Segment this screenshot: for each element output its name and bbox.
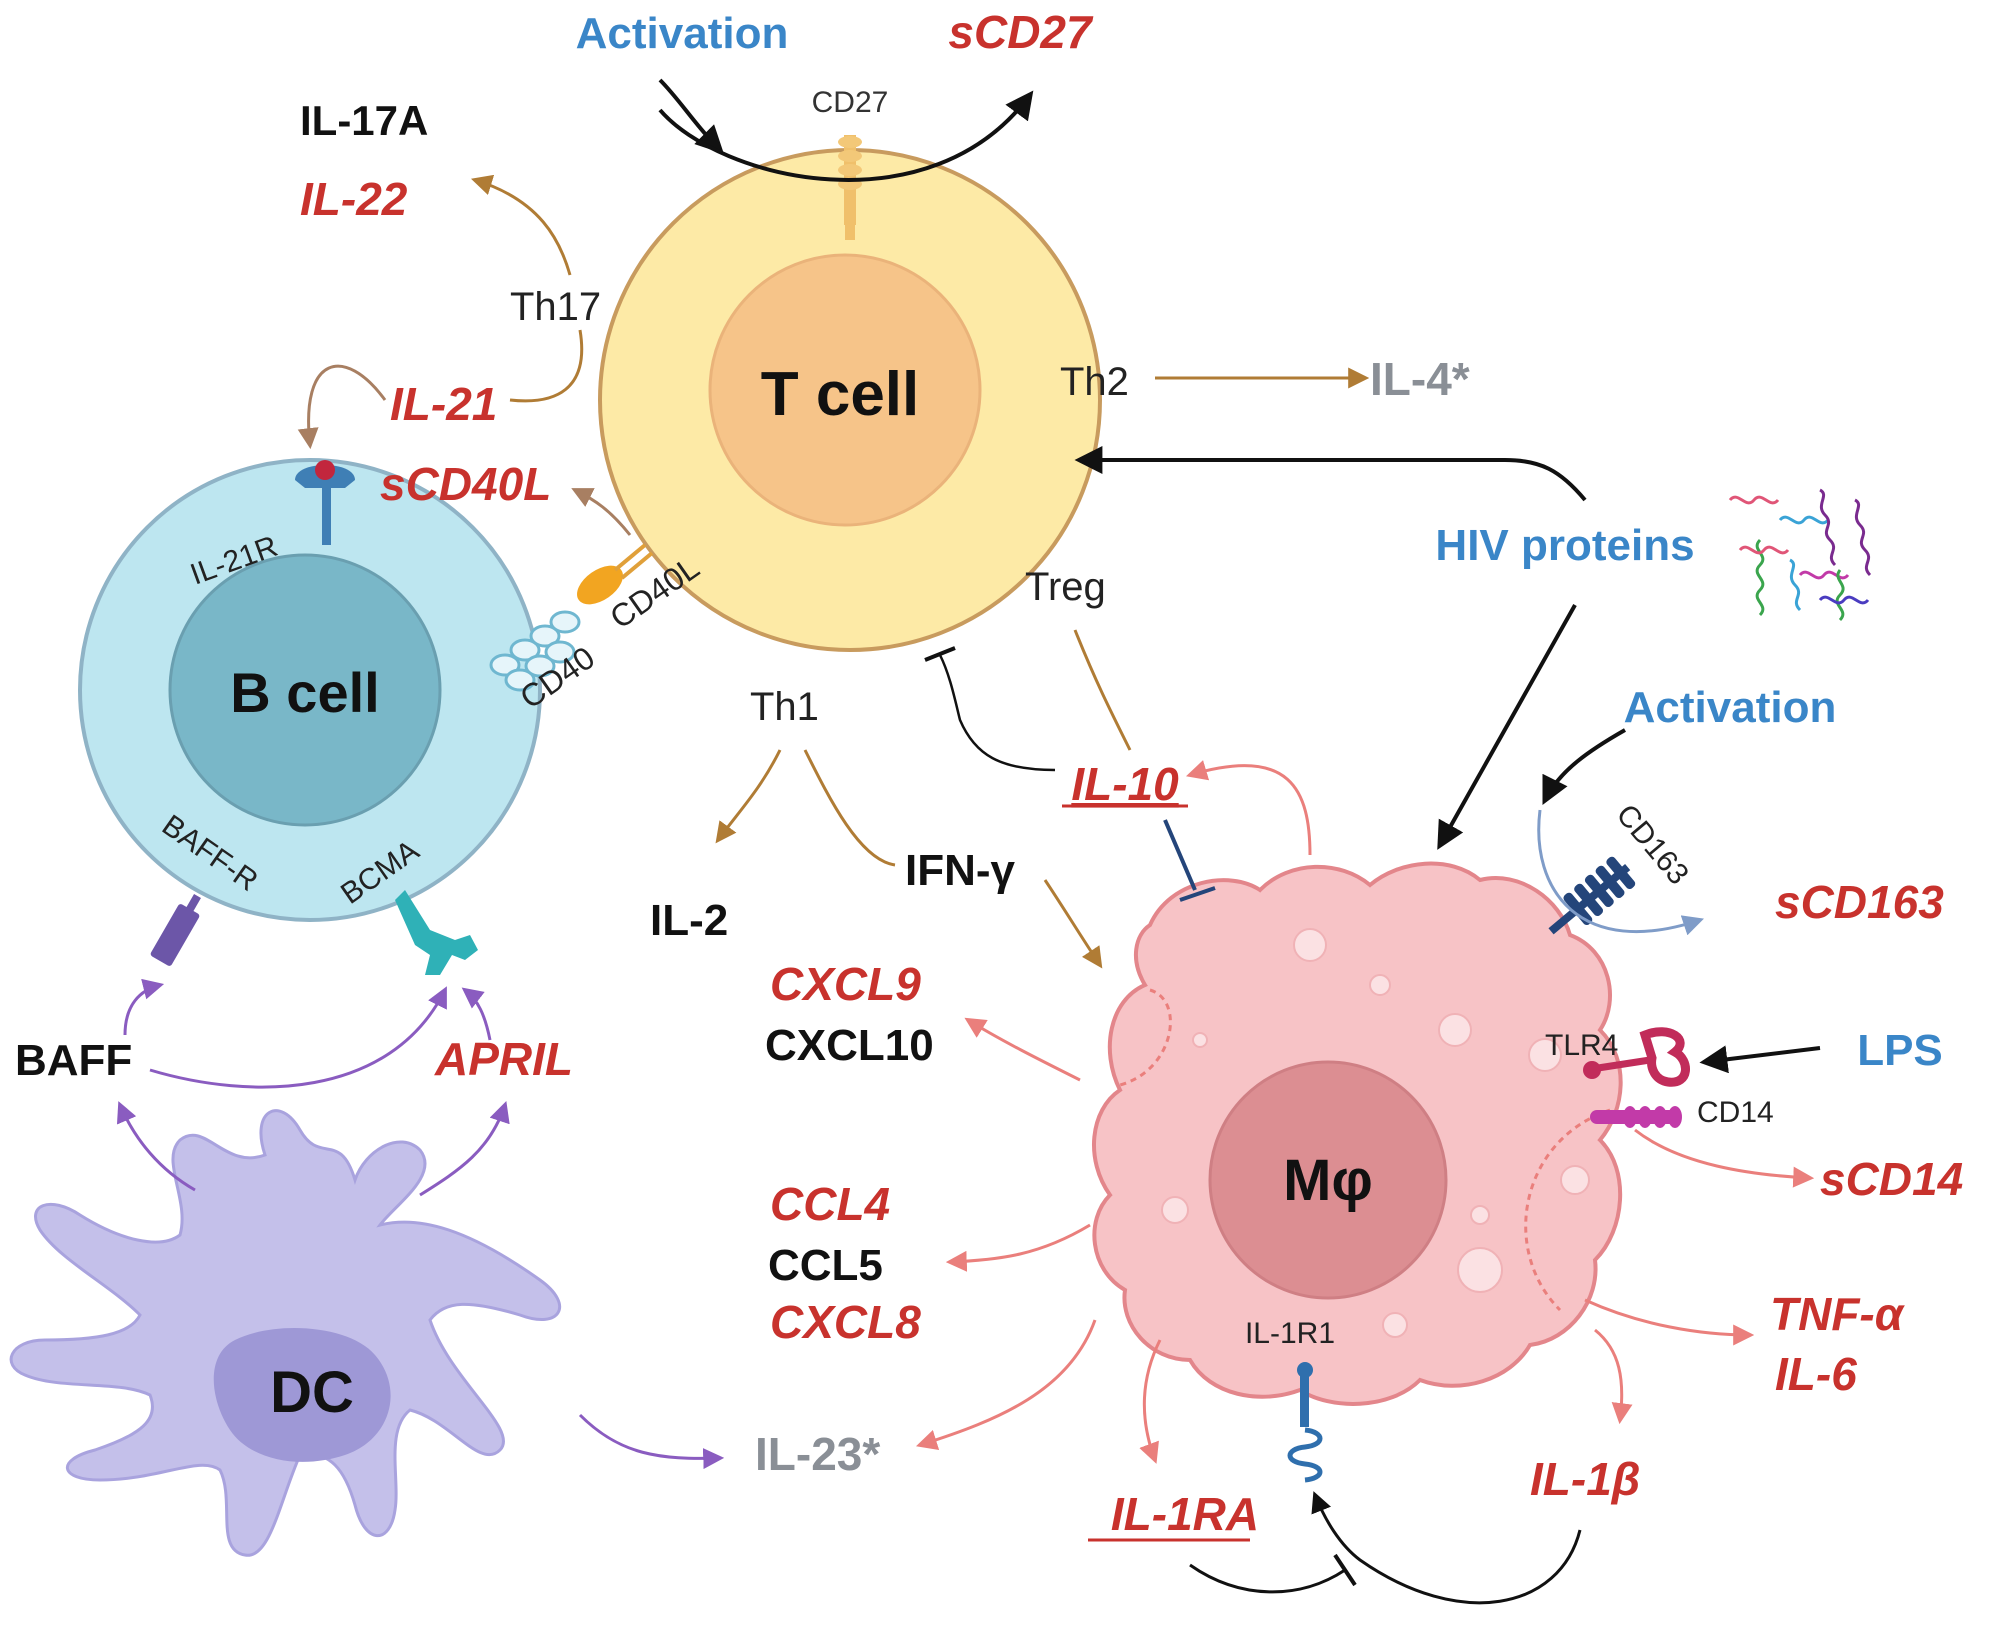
april-label: APRIL bbox=[434, 1033, 573, 1085]
tlr4-label: TLR4 bbox=[1545, 1029, 1618, 1062]
il21-label: IL-21 bbox=[390, 378, 497, 430]
macrophage-nucleus bbox=[1208, 1060, 1448, 1300]
t-cell-nucleus bbox=[708, 253, 982, 527]
cd40l-receptor bbox=[577, 543, 654, 605]
ifng-to-macrophage-arrow bbox=[1043, 879, 1103, 969]
treg-to-il10-link bbox=[1073, 629, 1132, 751]
dc-to-il23-arrow bbox=[578, 1413, 725, 1470]
macrophage-label: Mφ bbox=[1283, 1148, 1373, 1213]
il10-inhibits-macrophage bbox=[1163, 819, 1197, 891]
macrophage-to-il1b-arrow bbox=[1594, 1328, 1633, 1425]
hiv-to-macrophage-arrow bbox=[1437, 604, 1577, 850]
macrophage-endosome-right bbox=[1524, 1108, 1611, 1312]
il21-link bbox=[509, 329, 584, 403]
scd163-label: sCD163 bbox=[1775, 876, 1944, 928]
il17a-label: IL-17A bbox=[300, 97, 428, 144]
cd27-shedding-arc bbox=[658, 90, 1034, 182]
il2-label: IL-2 bbox=[650, 896, 728, 945]
b-cell-label: B cell bbox=[230, 661, 379, 724]
tlr4-receptor bbox=[1583, 1027, 1690, 1087]
macrophage-to-il1ra-arrow bbox=[1139, 1339, 1162, 1464]
macrophage-endosome-left bbox=[1119, 988, 1172, 1087]
macrophage-to-il10-arrow bbox=[1185, 760, 1312, 856]
il21r-receptor bbox=[295, 460, 355, 545]
il6-label: IL-6 bbox=[1775, 1348, 1857, 1400]
dc-label: DC bbox=[270, 1360, 354, 1425]
th1-to-il2-arrow bbox=[715, 749, 782, 844]
dc-to-april-arrow bbox=[419, 1101, 510, 1197]
il1b-to-il1r1-arrow bbox=[1311, 1491, 1582, 1605]
t-cell: T cell bbox=[598, 148, 1102, 652]
treg-label: Treg bbox=[1025, 565, 1106, 609]
macrophage-cell: Mφ bbox=[1092, 861, 1623, 1406]
b-cell: B cell bbox=[78, 458, 542, 922]
macrophage-to-il23-arrow bbox=[915, 1319, 1097, 1451]
dc-to-baff-arrow bbox=[116, 1101, 196, 1192]
hiv-to-tcell-arrow bbox=[1074, 446, 1587, 502]
cd40-receptor bbox=[489, 610, 581, 692]
hiv-proteins-label: HIV proteins bbox=[1435, 521, 1694, 570]
baff-to-baffr-arrow bbox=[123, 978, 165, 1036]
il1r1-receptor bbox=[1287, 1362, 1323, 1483]
t-cell-label: T cell bbox=[761, 360, 920, 429]
macrophage-vesicles bbox=[1161, 928, 1590, 1338]
macrophage-to-tnfa-arrow bbox=[1584, 1298, 1755, 1346]
il1ra-inhibits-il1r1 bbox=[1189, 1563, 1346, 1594]
il4-label: IL-4* bbox=[1370, 353, 1470, 405]
th2-label: Th2 bbox=[1060, 360, 1129, 404]
cd163-receptor bbox=[1548, 856, 1636, 935]
cxcl8-label: CXCL8 bbox=[770, 1296, 921, 1348]
cd163-shedding-arc bbox=[1537, 809, 1704, 936]
th1-label: Th1 bbox=[750, 685, 819, 729]
b-cell-nucleus bbox=[168, 553, 442, 827]
baff-label: BAFF bbox=[15, 1036, 132, 1085]
april-to-bcma-arrow bbox=[461, 987, 492, 1041]
baff-r-receptor bbox=[150, 894, 201, 966]
il22-label: IL-22 bbox=[300, 173, 408, 225]
hiv-proteins-icon bbox=[1728, 488, 1872, 622]
bcma-receptor bbox=[395, 890, 478, 975]
scd27-label: sCD27 bbox=[948, 6, 1094, 58]
ccl5-label: CCL5 bbox=[768, 1241, 883, 1290]
il10-label: IL-10 bbox=[1071, 758, 1179, 810]
cxcl10-label: CXCL10 bbox=[765, 1021, 934, 1070]
activation-right-label: Activation bbox=[1624, 683, 1837, 732]
lps-label: LPS bbox=[1857, 1026, 1943, 1075]
il21-to-il21r-arrow bbox=[297, 364, 387, 450]
ifng-label: IFN-γ bbox=[905, 846, 1016, 895]
dc-nucleus bbox=[213, 1328, 391, 1462]
cd40l-to-scd40l-arrow bbox=[571, 488, 632, 536]
tnfa-label: TNF-α bbox=[1770, 1288, 1906, 1340]
scd40l-label: sCD40L bbox=[380, 458, 551, 510]
il23-label: IL-23* bbox=[755, 1428, 880, 1480]
lps-to-tlr4-arrow bbox=[1699, 1045, 1821, 1074]
macrophage-to-cxcl9-arrow bbox=[964, 1017, 1081, 1082]
cd14-to-scd14-arrow bbox=[1634, 1128, 1815, 1188]
th17-to-il22-arrow bbox=[470, 174, 572, 276]
ccl4-label: CCL4 bbox=[770, 1178, 890, 1230]
cxcl9-label: CXCL9 bbox=[770, 958, 921, 1010]
macrophage-to-ccl-arrow bbox=[945, 1223, 1091, 1272]
cd27-label: CD27 bbox=[812, 86, 889, 119]
connectors bbox=[116, 78, 1821, 1605]
activation-top-label: Activation bbox=[576, 9, 789, 58]
il1b-label: IL-1β bbox=[1530, 1453, 1640, 1505]
il10-inhibits-tcell bbox=[938, 654, 1056, 772]
scd14-label: sCD14 bbox=[1820, 1153, 1963, 1205]
dc-cell: DC bbox=[9, 1109, 562, 1557]
il1r1-label: IL-1R1 bbox=[1245, 1317, 1335, 1350]
il1ra-label: IL-1RA bbox=[1111, 1488, 1259, 1540]
baff-to-bcma-arrow bbox=[149, 986, 447, 1089]
activation-to-cd163-arrow bbox=[1542, 728, 1626, 806]
cd14-receptor bbox=[1590, 1106, 1682, 1128]
th17-label: Th17 bbox=[510, 285, 601, 329]
cd14-label: CD14 bbox=[1697, 1096, 1774, 1129]
th1-to-ifng-link bbox=[803, 749, 896, 867]
activation-to-tcell-arrow bbox=[658, 78, 724, 154]
